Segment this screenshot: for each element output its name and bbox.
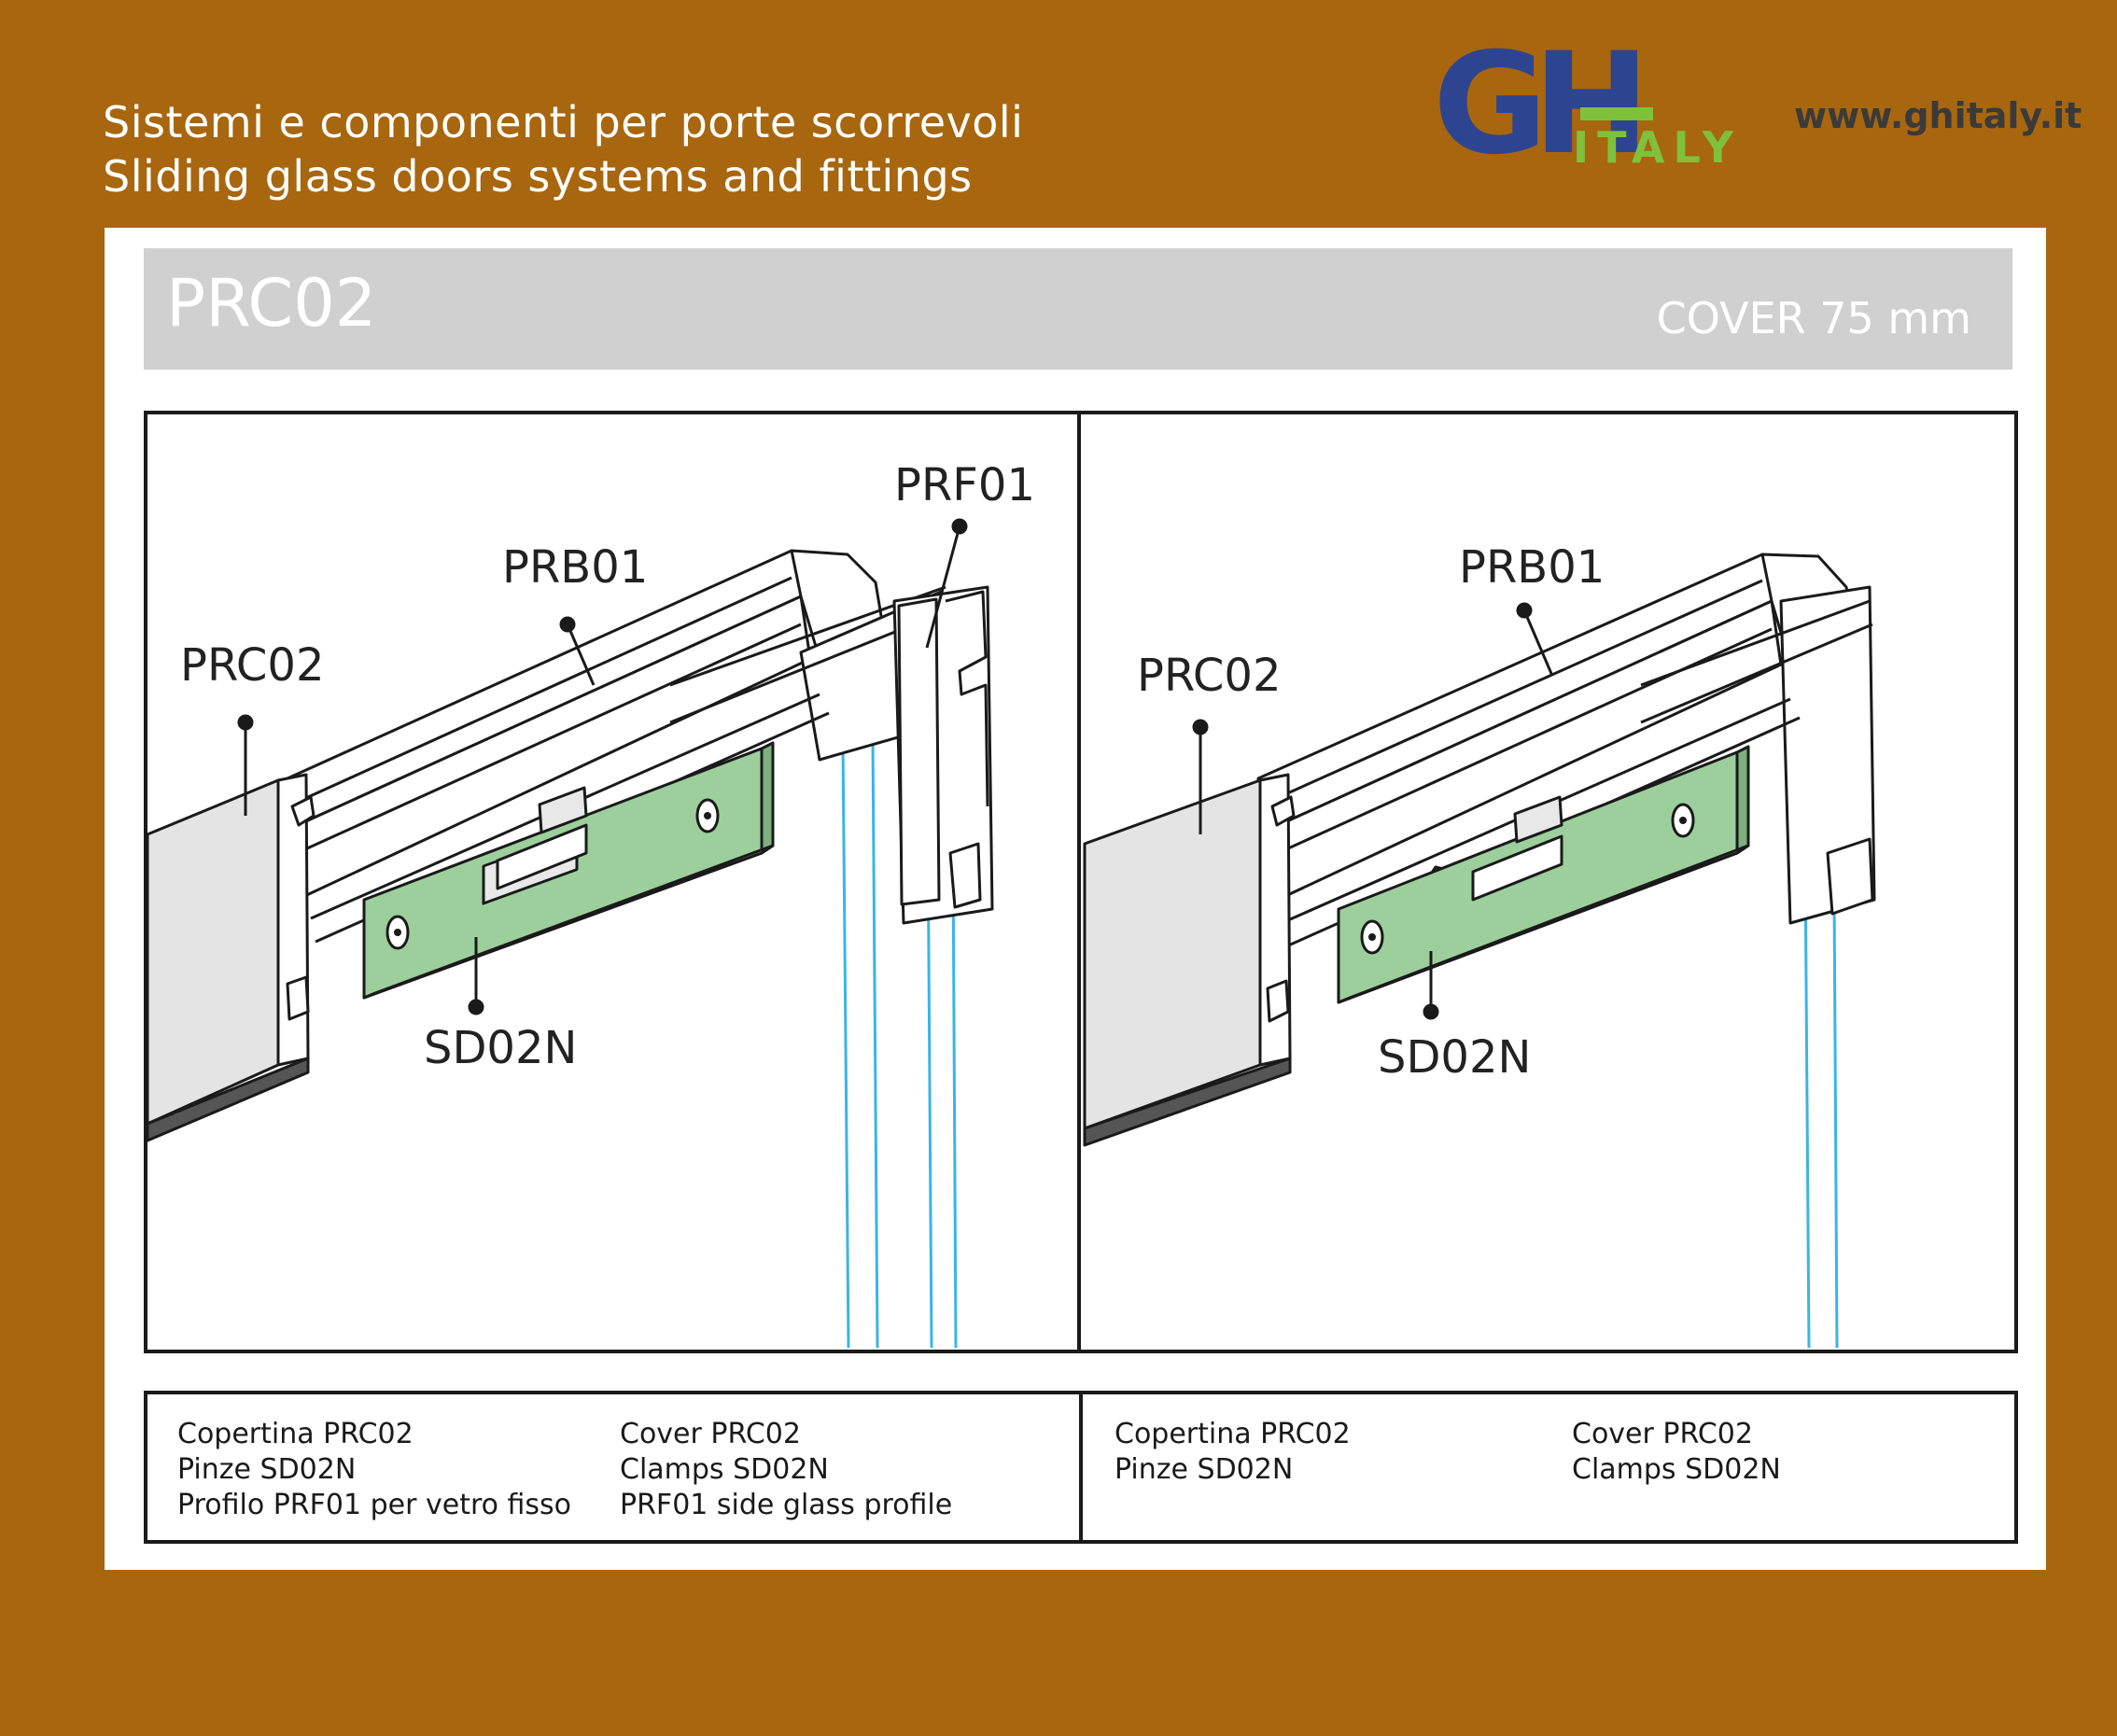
product-subtitle: COVER 75 mm bbox=[1656, 293, 1971, 343]
assembly-illustrations: PRC02 PRB01 PRF01 SD02N bbox=[147, 414, 1876, 1350]
website-link[interactable]: www.ghitaly.it bbox=[1794, 95, 2082, 136]
caption-line: Cover PRC02 bbox=[620, 1418, 801, 1450]
caption-line: Clamps SD02N bbox=[1572, 1453, 1781, 1486]
caption-line: Copertina PRC02 bbox=[177, 1418, 414, 1450]
left-label-prc02: PRC02 bbox=[180, 639, 325, 692]
gh-italy-logo: GH ITALY bbox=[1433, 35, 1769, 182]
left-label-prf01: PRF01 bbox=[894, 459, 1035, 511]
left-clamp-sd02n bbox=[362, 741, 775, 1000]
caption-line: Cover PRC02 bbox=[1572, 1418, 1753, 1450]
caption-divider bbox=[1079, 1394, 1083, 1540]
left-cover-prc02 bbox=[147, 773, 315, 1142]
caption-line: Profilo PRF01 per vetro fisso bbox=[177, 1489, 572, 1521]
captions-panel: Copertina PRC02 Pinze SD02N Profilo PRF0… bbox=[144, 1391, 2018, 1544]
left-label-sd02n: SD02N bbox=[424, 1022, 577, 1074]
left-glass-sliding bbox=[841, 737, 879, 1349]
right-diagram: PRC02 PRB01 SD02N bbox=[1083, 541, 1876, 1349]
right-caption-italian: Copertina PRC02 Pinze SD02N bbox=[1115, 1417, 1351, 1488]
right-label-prb01: PRB01 bbox=[1459, 541, 1605, 594]
logo-italy-text: ITALY bbox=[1573, 122, 1742, 173]
caption-line: Copertina PRC02 bbox=[1115, 1418, 1351, 1450]
logo-accent-bar bbox=[1580, 107, 1653, 120]
left-profile-prf01 bbox=[892, 585, 994, 925]
product-code: PRC02 bbox=[166, 265, 377, 342]
tagline-english: Sliding glass doors systems and fittings bbox=[103, 151, 973, 202]
diagrams-panel: PRC02 PRB01 PRF01 SD02N bbox=[144, 411, 2018, 1353]
right-caption-english: Cover PRC02 Clamps SD02N bbox=[1572, 1417, 1781, 1488]
caption-line: Clamps SD02N bbox=[620, 1453, 829, 1486]
right-cover-prc02 bbox=[1083, 773, 1296, 1147]
right-clamp-sd02n bbox=[1337, 745, 1750, 1004]
product-sheet: PRC02 COVER 75 mm bbox=[105, 228, 2046, 1570]
left-caption-italian: Copertina PRC02 Pinze SD02N Profilo PRF0… bbox=[177, 1417, 571, 1523]
left-label-prb01: PRB01 bbox=[502, 541, 648, 594]
right-label-prc02: PRC02 bbox=[1137, 650, 1282, 702]
logo-gh-text: GH bbox=[1433, 23, 1650, 186]
right-label-sd02n: SD02N bbox=[1378, 1031, 1531, 1084]
right-callouts bbox=[1192, 602, 1554, 1020]
right-rail-prb01 bbox=[1256, 553, 1876, 948]
caption-line: PRF01 side glass profile bbox=[620, 1489, 953, 1521]
tagline-italian: Sistemi e componenti per porte scorrevol… bbox=[103, 97, 1024, 147]
caption-line: Pinze SD02N bbox=[1115, 1453, 1294, 1486]
caption-line: Pinze SD02N bbox=[177, 1453, 357, 1486]
title-bar: PRC02 COVER 75 mm bbox=[144, 248, 2012, 370]
left-callouts bbox=[237, 518, 968, 1015]
left-diagram: PRC02 PRB01 PRF01 SD02N bbox=[147, 459, 1035, 1349]
left-caption-english: Cover PRC02 Clamps SD02N PRF01 side glas… bbox=[620, 1417, 952, 1523]
